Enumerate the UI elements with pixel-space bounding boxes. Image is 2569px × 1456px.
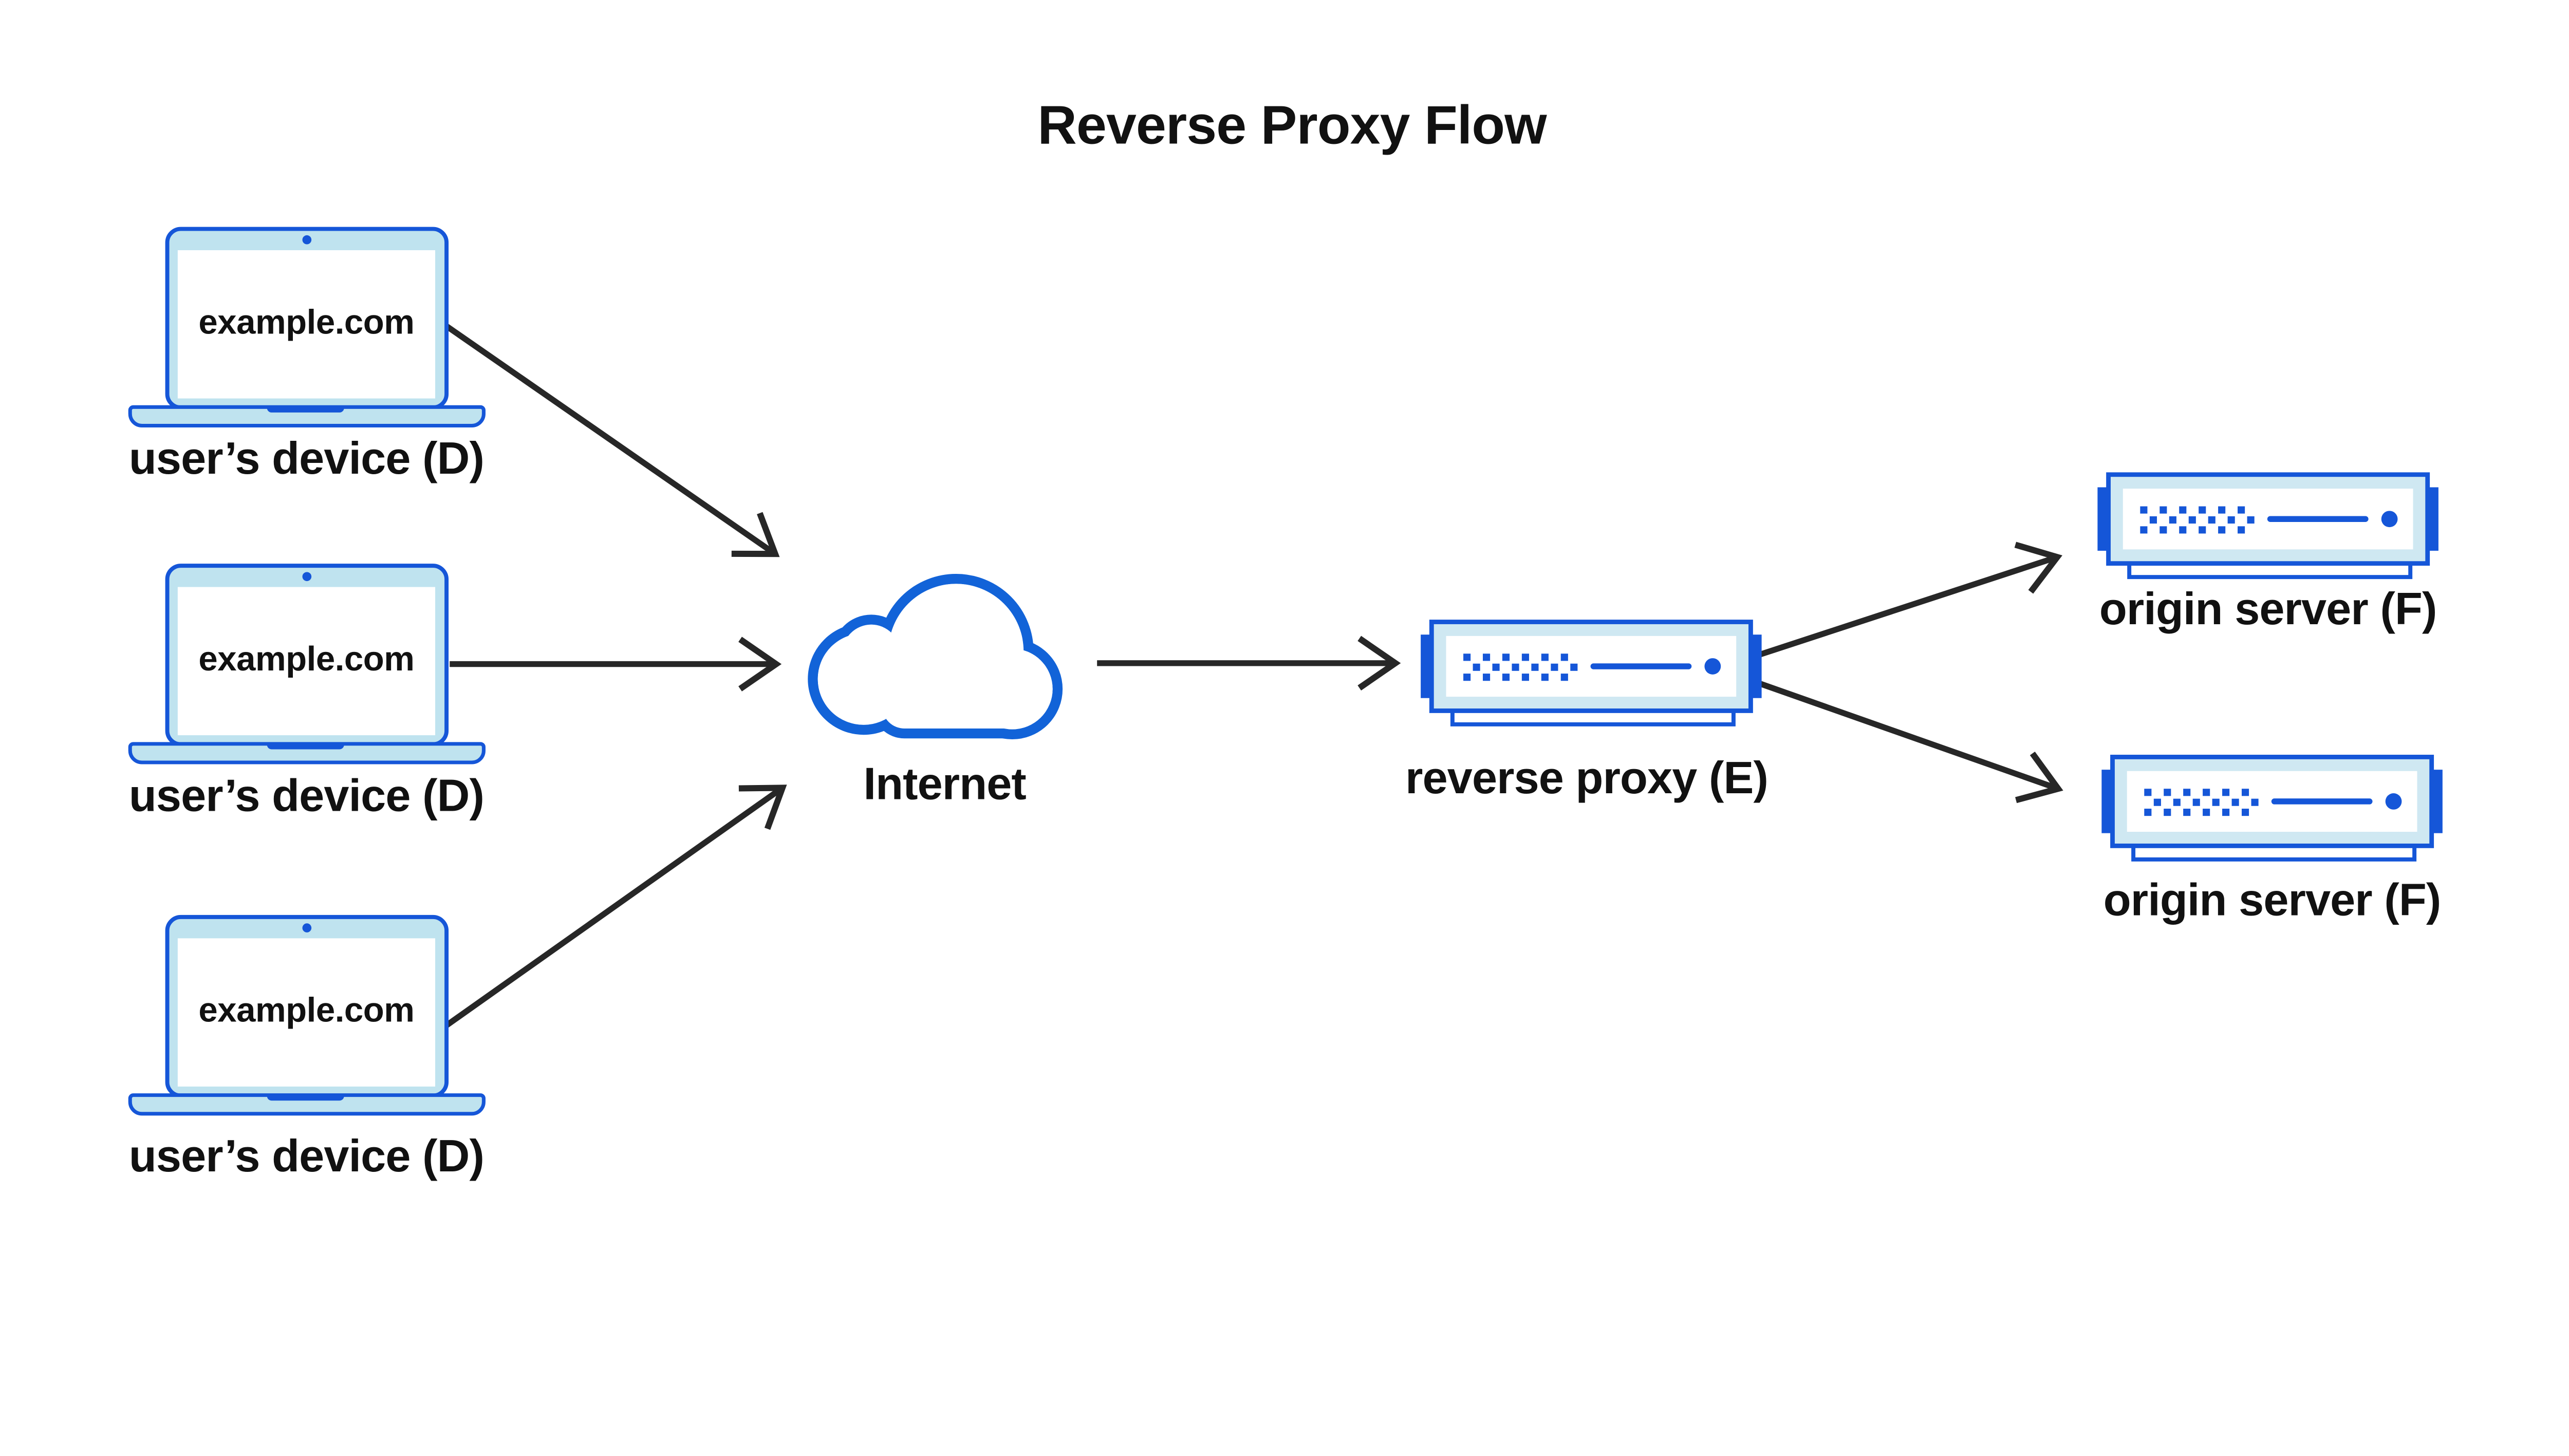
user-device-1: example.com user’s device (D) [129, 229, 484, 483]
arrow-device1-to-internet [442, 322, 780, 557]
arrow-device3-to-internet [444, 785, 787, 1028]
arrow-proxy-to-origin2 [1759, 681, 2063, 804]
cloud-icon [808, 573, 1063, 740]
internet-label: Internet [863, 758, 1026, 809]
diagram-title: Reverse Proxy Flow [1037, 95, 1547, 156]
origin-server1-label: origin server (F) [2099, 583, 2437, 634]
diagram-canvas: Reverse Proxy Flow example.com user’s de… [128, 95, 2446, 1181]
user-device-2: example.com user’s device (D) [129, 566, 484, 820]
origin-server-icon [2101, 757, 2442, 859]
device3-screen-text: example.com [198, 991, 414, 1030]
origin-server-2: origin server (F) [2101, 757, 2442, 925]
device2-screen-text: example.com [198, 640, 414, 678]
arrow-proxy-to-origin1 [1759, 542, 2062, 658]
device3-label: user’s device (D) [129, 1130, 484, 1181]
reverse-proxy-node: reverse proxy (E) [1405, 622, 1768, 803]
internet-node: Internet [808, 573, 1063, 809]
device2-label: user’s device (D) [129, 770, 484, 820]
device1-screen-text: example.com [198, 303, 414, 341]
origin-server-icon [2097, 475, 2438, 577]
origin-server2-label: origin server (F) [2103, 874, 2441, 925]
device1-label: user’s device (D) [129, 433, 484, 483]
reverse-proxy-label: reverse proxy (E) [1405, 752, 1768, 803]
reverse-proxy-icon [1421, 622, 1761, 724]
reverse-proxy-flow-diagram: Reverse Proxy Flow example.com user’s de… [128, 95, 2446, 1181]
user-device-3: example.com user’s device (D) [129, 917, 484, 1181]
origin-server-1: origin server (F) [2097, 475, 2438, 634]
